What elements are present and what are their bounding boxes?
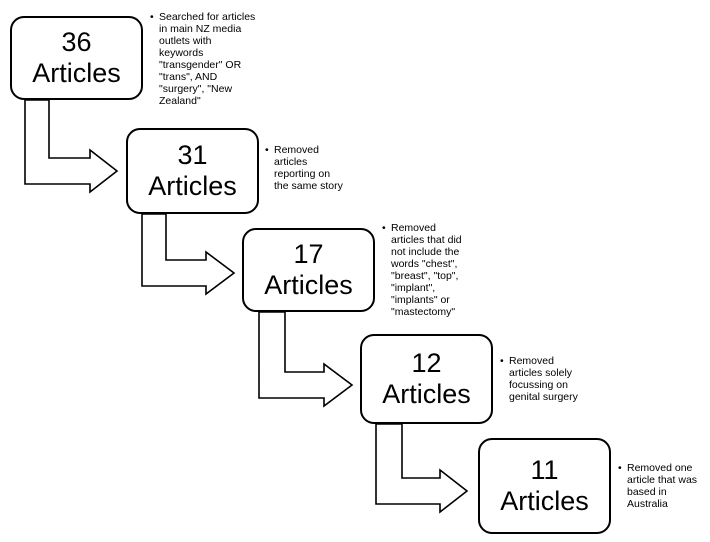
flow-arrow-3-to-4 <box>258 311 354 408</box>
step-3-note: • Removed articles that did not include … <box>382 222 502 318</box>
step-1-count: 36 <box>61 27 92 57</box>
flow-arrow-1-to-2 <box>24 99 119 194</box>
step-3-unit: Articles <box>264 270 353 300</box>
step-3-note-text: Removed articles that did not include th… <box>391 222 462 318</box>
step-1-unit: Articles <box>32 58 121 88</box>
step-1-note-text: Searched for articles in main NZ media o… <box>159 11 256 107</box>
step-4-note-text: Removed articles solely focussing on gen… <box>509 355 578 403</box>
step-box-4: 12 Articles <box>360 334 493 424</box>
step-box-2: 31 Articles <box>126 128 259 214</box>
bullet-icon: • <box>265 144 269 156</box>
step-5-note-text: Removed one article that was based in Au… <box>627 462 698 510</box>
step-2-unit: Articles <box>148 171 237 201</box>
step-3-count: 17 <box>293 239 324 269</box>
bullet-icon: • <box>618 462 622 474</box>
step-2-note-text: Removed articles reporting on the same s… <box>274 144 343 192</box>
bullet-icon: • <box>500 355 504 367</box>
step-4-count: 12 <box>411 348 442 378</box>
step-box-5: 11 Articles <box>478 438 611 534</box>
step-2-count: 31 <box>177 140 208 170</box>
bullet-icon: • <box>150 11 154 23</box>
step-5-unit: Articles <box>500 486 589 516</box>
step-5-count: 11 <box>530 455 559 485</box>
flow-arrow-4-to-5 <box>375 423 469 514</box>
step-4-unit: Articles <box>382 379 471 409</box>
step-1-note: • Searched for articles in main NZ media… <box>150 11 300 107</box>
step-2-note: • Removed articles reporting on the same… <box>265 144 375 192</box>
step-box-3: 17 Articles <box>242 228 375 312</box>
flow-arrow-2-to-3 <box>141 213 236 296</box>
step-5-note: • Removed one article that was based in … <box>618 462 708 510</box>
step-4-note: • Removed articles solely focussing on g… <box>500 355 610 403</box>
bullet-icon: • <box>382 222 386 234</box>
step-box-1: 36 Articles <box>10 16 143 100</box>
